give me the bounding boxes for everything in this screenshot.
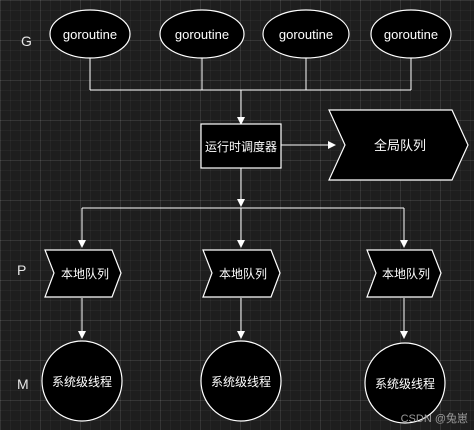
goroutine-node-1: goroutine <box>49 9 131 59</box>
goroutine-label-3: goroutine <box>279 27 333 42</box>
thread-node-2: 系统级线程 <box>200 340 282 422</box>
goroutine-label-2: goroutine <box>175 27 229 42</box>
goroutine-node-3: goroutine <box>262 9 350 59</box>
global-queue-shape: 全局队列 <box>328 109 469 181</box>
goroutine-label-1: goroutine <box>63 27 117 42</box>
local-queue-1: 本地队列 <box>44 249 122 298</box>
thread-label-1: 系统级线程 <box>52 374 112 389</box>
row-label-m: M <box>17 376 29 392</box>
row-label-g: G <box>21 33 32 49</box>
connectors <box>78 57 412 339</box>
local-queue-2: 本地队列 <box>202 249 281 298</box>
local-queue-label-3: 本地队列 <box>382 266 430 281</box>
thread-label-2: 系统级线程 <box>211 374 271 389</box>
goroutine-node-2: goroutine <box>159 9 245 59</box>
watermark: CSDN @兔崽 <box>400 413 468 425</box>
thread-node-3: 系统级线程 <box>364 342 446 424</box>
thread-node-1: 系统级线程 <box>41 340 123 422</box>
local-queue-label-2: 本地队列 <box>219 266 267 281</box>
goroutine-node-4: goroutine <box>370 9 452 59</box>
row-label-p: P <box>17 262 27 278</box>
scheduler-label: 运行时调度器 <box>205 139 277 154</box>
goroutine-label-4: goroutine <box>384 27 438 42</box>
global-queue-label: 全局队列 <box>374 138 426 154</box>
scheduler-box: 运行时调度器 <box>200 123 282 169</box>
thread-label-3: 系统级线程 <box>375 376 435 391</box>
local-queue-label-1: 本地队列 <box>61 266 109 281</box>
local-queue-3: 本地队列 <box>366 249 442 298</box>
